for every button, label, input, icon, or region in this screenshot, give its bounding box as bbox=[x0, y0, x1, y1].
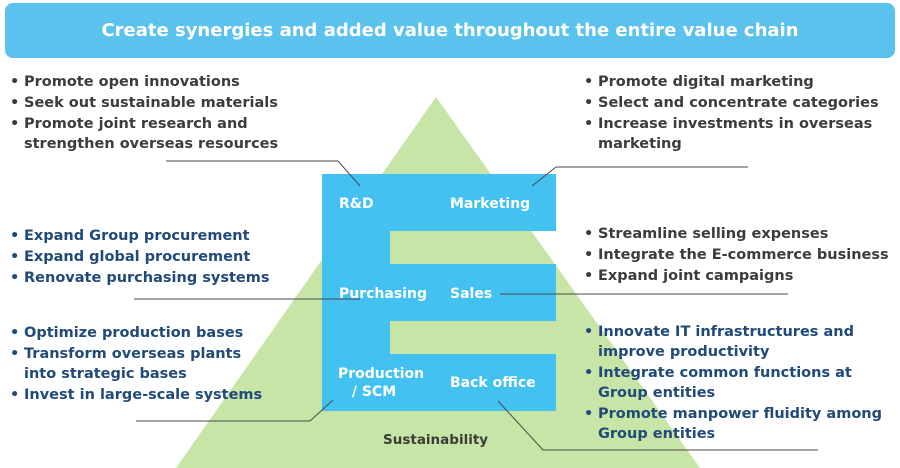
list-item: Seek out sustainable materials bbox=[10, 93, 310, 113]
list-item: Streamline selling expenses bbox=[584, 224, 894, 244]
list-item: Invest in large-scale systems bbox=[10, 385, 270, 405]
connector-rd bbox=[166, 160, 361, 187]
connector-backoffice bbox=[497, 400, 818, 451]
e-shape bbox=[322, 174, 556, 411]
production-initiatives-list: Optimize production bases Transform over… bbox=[10, 323, 270, 406]
marketing-initiatives-list: Promote digital marketing Select and con… bbox=[584, 72, 884, 155]
rd-initiatives-list: Promote open innovations Seek out sustai… bbox=[10, 72, 310, 155]
backoffice-label: Back office bbox=[450, 375, 536, 391]
list-item: Transform overseas plants into strategic… bbox=[10, 344, 270, 384]
production-scm-label: Production / SCM bbox=[338, 366, 425, 400]
list-item: Innovate IT infrastructures and improve … bbox=[584, 322, 884, 362]
backoffice-initiatives-list: Innovate IT infrastructures and improve … bbox=[584, 322, 884, 445]
list-item: Promote digital marketing bbox=[584, 72, 884, 92]
list-item: Optimize production bases bbox=[10, 323, 270, 343]
list-item: Promote manpower fluidity among Group en… bbox=[584, 404, 884, 444]
purchasing-label: Purchasing bbox=[339, 286, 427, 302]
list-item: Integrate the E-commerce business bbox=[584, 245, 894, 265]
list-item: Select and concentrate categories bbox=[584, 93, 884, 113]
rd-label: R&D bbox=[339, 196, 374, 212]
title-banner: Create synergies and added value through… bbox=[5, 3, 895, 58]
list-item: Promote joint research and strengthen ov… bbox=[10, 114, 310, 154]
connector-marketing bbox=[531, 166, 748, 187]
sales-label: Sales bbox=[450, 286, 493, 302]
list-item: Expand joint campaigns bbox=[584, 266, 894, 286]
connector-lines bbox=[134, 160, 818, 451]
sustainability-label: Sustainability bbox=[383, 432, 489, 448]
list-item: Promote open innovations bbox=[10, 72, 310, 92]
marketing-label: Marketing bbox=[450, 196, 531, 212]
connector-production bbox=[136, 399, 334, 422]
list-item: Increase investments in overseas marketi… bbox=[584, 114, 884, 154]
list-item: Integrate common functions at Group enti… bbox=[584, 363, 884, 403]
list-item: Expand global procurement bbox=[10, 247, 310, 267]
list-item: Renovate purchasing systems bbox=[10, 268, 310, 288]
list-item: Expand Group procurement bbox=[10, 226, 310, 246]
purchasing-initiatives-list: Expand Group procurement Expand global p… bbox=[10, 226, 310, 289]
sales-initiatives-list: Streamline selling expenses Integrate th… bbox=[584, 224, 894, 287]
